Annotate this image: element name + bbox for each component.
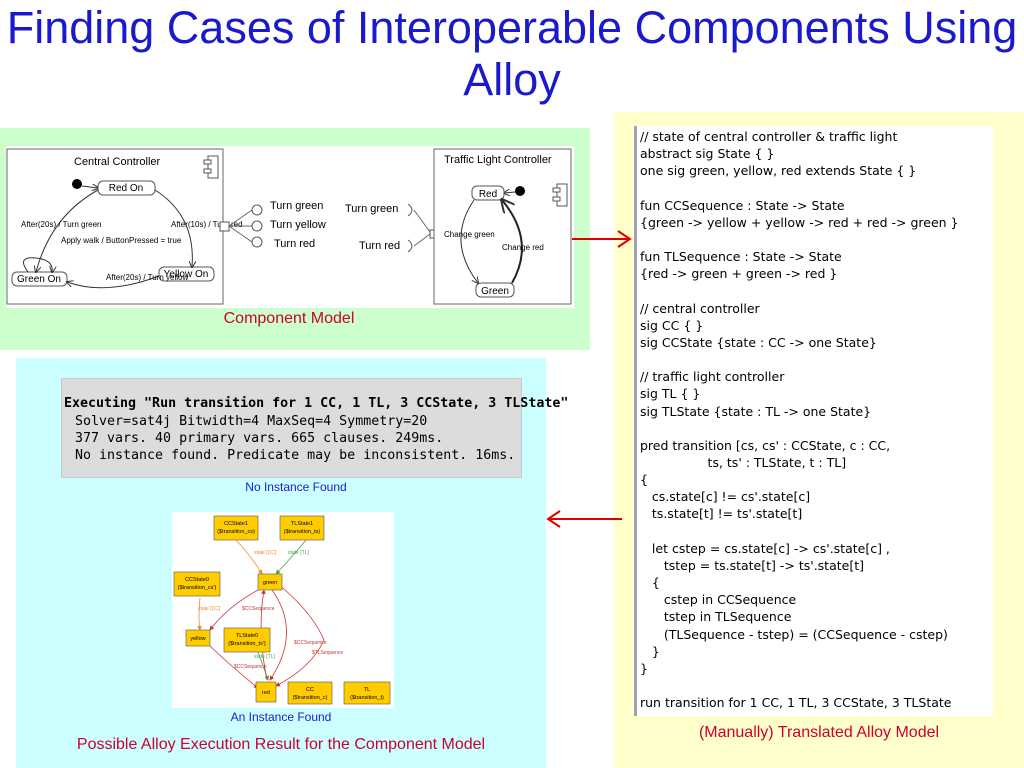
node-tl: TL ($transition_t) — [343, 681, 391, 705]
transition-after20-green: After(20s) / Turn green — [21, 220, 101, 229]
transition-change-red: Change red — [502, 243, 544, 252]
in-turn-green: Turn green — [345, 203, 398, 215]
svg-text:CC: CC — [306, 687, 314, 693]
svg-text:($transition_cs'): ($transition_cs') — [178, 585, 217, 591]
state-red-on — [97, 180, 156, 196]
svg-text:($transition_c): ($transition_c) — [293, 695, 328, 701]
node-tlstate0: TLState0 ($transition_ts') — [223, 627, 271, 653]
initial-state-marker — [72, 179, 82, 189]
state-yellow-on — [158, 266, 215, 282]
transition-after20-yellow: After(20s) / Turn yellow — [106, 273, 188, 282]
svg-text:TLState0: TLState0 — [236, 633, 258, 639]
node-red: red — [255, 681, 277, 703]
component-icon — [203, 155, 219, 179]
svg-text:($transition_cs): ($transition_cs) — [217, 529, 255, 535]
edge-label-tlsequence: $TLSequence — [312, 650, 343, 656]
provided-interface-icon — [251, 220, 263, 232]
component-model-diagram: Central Controller Red On Yellow On Gree… — [6, 146, 574, 308]
instance-found-caption: An Instance Found — [230, 710, 332, 724]
transition-change-green: Change green — [444, 230, 495, 239]
slide-title: Finding Cases of Interoperable Component… — [6, 2, 1018, 105]
state-red — [471, 185, 505, 201]
node-yellow: yellow — [185, 629, 211, 647]
provided-interface-icon — [251, 236, 263, 248]
alloy-code-box — [634, 126, 993, 716]
svg-text:red: red — [262, 690, 270, 696]
required-interface-icon — [407, 203, 413, 217]
svg-text:green: green — [263, 580, 277, 586]
initial-state-marker — [515, 186, 525, 196]
out-turn-yellow: Turn yellow — [270, 219, 326, 231]
state-green — [475, 282, 515, 298]
out-turn-green: Turn green — [270, 200, 323, 212]
transition-apply-walk: Apply walk / ButtonPressed = true — [61, 236, 182, 245]
arrow-left-icon — [546, 510, 622, 528]
edge-label-state-tl: state [TL] — [288, 550, 309, 556]
central-port — [219, 221, 230, 232]
component-icon — [552, 183, 568, 207]
edge-label-ccsequence: $CCSequence — [294, 640, 327, 646]
svg-text:yellow: yellow — [190, 636, 205, 642]
svg-text:($transition_ts'): ($transition_ts') — [228, 641, 266, 647]
central-controller-title: Central Controller — [74, 156, 161, 168]
transition-after10-red: After(10s) / Turn red — [171, 220, 243, 229]
console-line: Solver=sat4j Bitwidth=4 MaxSeq=4 Symmetr… — [75, 414, 428, 429]
svg-text:TLState1: TLState1 — [291, 521, 313, 527]
state-green-label: Green — [481, 286, 509, 297]
console-line: 377 vars. 40 primary vars. 665 clauses. … — [75, 431, 444, 446]
out-turn-red: Turn red — [274, 238, 315, 250]
traffic-light-controller-box — [433, 148, 572, 305]
node-green: green — [257, 573, 283, 591]
node-ccstate0: CCState0 ($transition_cs') — [173, 571, 221, 597]
svg-text:($transition_ts): ($transition_ts) — [284, 529, 321, 535]
alloy-console — [61, 378, 522, 478]
traffic-light-controller-title: Traffic Light Controller — [444, 154, 552, 166]
required-interface-icon — [407, 239, 413, 253]
provided-interface-icon — [251, 204, 263, 216]
edge-label-state-cc: state [CC] — [198, 606, 221, 612]
edge-label-state-tl: state [TL] — [254, 654, 275, 660]
no-instance-caption: No Instance Found — [245, 480, 347, 494]
svg-text:TL: TL — [364, 687, 370, 693]
state-yellow-on-label: Yellow On — [164, 269, 209, 280]
state-red-on-label: Red On — [109, 183, 143, 194]
state-red-label: Red — [479, 189, 497, 200]
execution-result-caption: Possible Alloy Execution Result for the … — [76, 736, 486, 753]
edge-label-ccsequence: $CCSequence — [234, 664, 267, 670]
svg-text:CCState0: CCState0 — [185, 577, 209, 583]
state-green-on-label: Green On — [17, 274, 61, 285]
node-ccstate1: CCState1 ($transition_cs) — [213, 515, 259, 541]
alloy-model-caption: (Manually) Translated Alloy Model — [698, 724, 940, 741]
component-model-caption: Component Model — [223, 310, 355, 327]
console-header: Executing "Run transition for 1 CC, 1 TL… — [64, 396, 569, 411]
in-turn-red: Turn red — [359, 240, 400, 252]
alloy-code: // state of central controller & traffic… — [640, 129, 959, 711]
node-cc: CC ($transition_c) — [287, 681, 333, 705]
edge-label-ccsequence: $CCSequence — [242, 606, 275, 612]
instance-graph: state [CC] state [TL] state [CC] $CCSequ… — [172, 512, 394, 708]
console-line: No instance found. Predicate may be inco… — [75, 448, 516, 463]
edge-label-state-cc: state [CC] — [254, 550, 277, 556]
svg-text:CCState1: CCState1 — [224, 521, 248, 527]
svg-text:($transition_t): ($transition_t) — [350, 695, 384, 701]
node-tlstate1: TLState1 ($transition_ts) — [279, 515, 325, 541]
